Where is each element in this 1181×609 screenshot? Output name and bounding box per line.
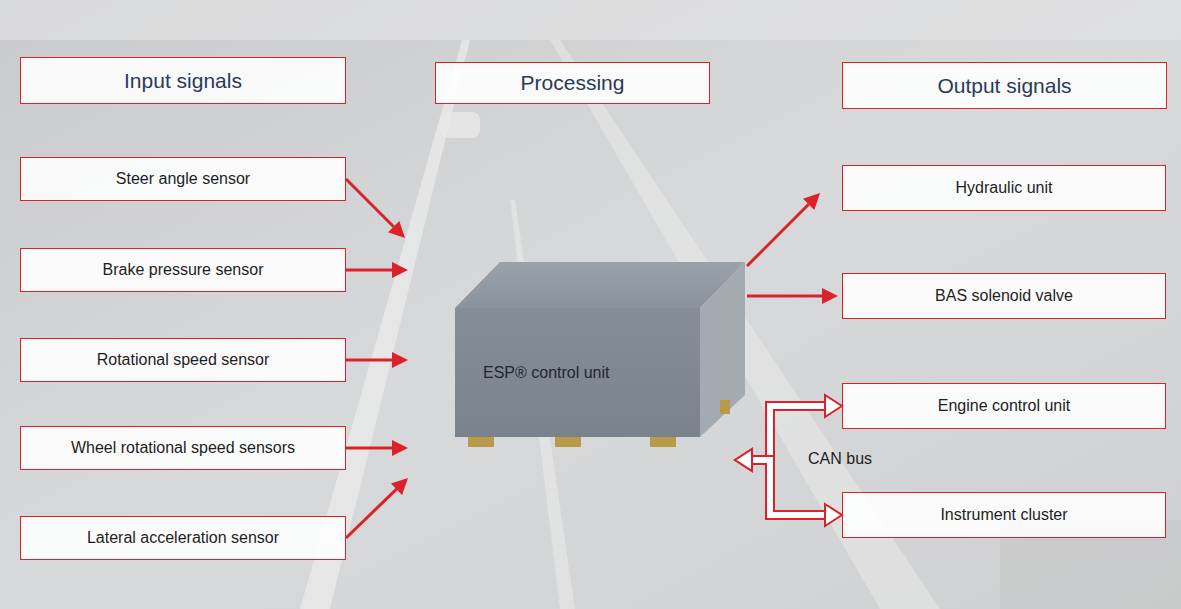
arrowhead [391,478,408,495]
sky-band [0,0,1181,40]
bus-arrowhead [825,504,842,526]
signal-arrow [346,359,392,362]
pin-row [650,437,676,447]
column-heading-box: Input signals [20,57,346,104]
signal-arrow [747,204,809,266]
signal-arrow [346,269,392,272]
node-text: Processing [521,71,625,95]
housing-top [455,262,745,308]
node-text: Engine control unit [938,397,1071,415]
arrowhead [822,288,838,304]
node-text: Steer angle sensor [116,170,250,188]
node-text: ESP® control unit [483,364,610,382]
arrowhead [392,352,408,368]
node-text: Instrument cluster [940,506,1067,524]
signal-arrow [747,295,822,298]
arrowhead [803,193,820,210]
signal-box: Hydraulic unit [842,165,1166,211]
arrowhead [392,440,408,456]
signal-box: BAS solenoid valve [842,273,1166,319]
signal-box: Engine control unit [842,383,1166,429]
signal-arrow [346,489,397,538]
column-heading-box: Processing [435,62,710,104]
node-text: Rotational speed sensor [97,351,270,369]
blurred-car [440,112,480,138]
node-text: Brake pressure sensor [103,261,264,279]
bus-label: CAN bus [808,450,872,468]
pin-row [720,400,730,414]
signal-box: Brake pressure sensor [20,248,346,292]
node-text: Lateral acceleration sensor [87,529,279,547]
arrowhead [392,262,408,278]
signal-box: Rotational speed sensor [20,338,346,382]
node-text: Output signals [937,74,1071,98]
signal-arrow [346,179,394,227]
signal-arrow [346,447,392,450]
signal-box: Instrument cluster [842,492,1166,538]
node-text: BAS solenoid valve [935,287,1073,305]
column-heading-box: Output signals [842,62,1167,109]
pin-row [468,437,494,447]
bus-arrowhead [735,449,752,471]
bus-connector-outline [752,460,825,515]
control-unit-box: ESP® control unit [455,308,700,437]
signal-box: Lateral acceleration sensor [20,516,346,560]
signal-box: Steer angle sensor [20,157,346,201]
pin-row [555,437,581,447]
housing-side [700,262,745,437]
node-text: Hydraulic unit [956,179,1053,197]
bus-arrowhead [825,395,842,417]
node-text: Wheel rotational speed sensors [71,439,295,457]
signal-box: Wheel rotational speed sensors [20,426,346,470]
node-text: Input signals [124,69,242,93]
bus-connector [752,460,825,515]
arrowhead [388,221,405,238]
bus-arrowhead [735,449,752,471]
